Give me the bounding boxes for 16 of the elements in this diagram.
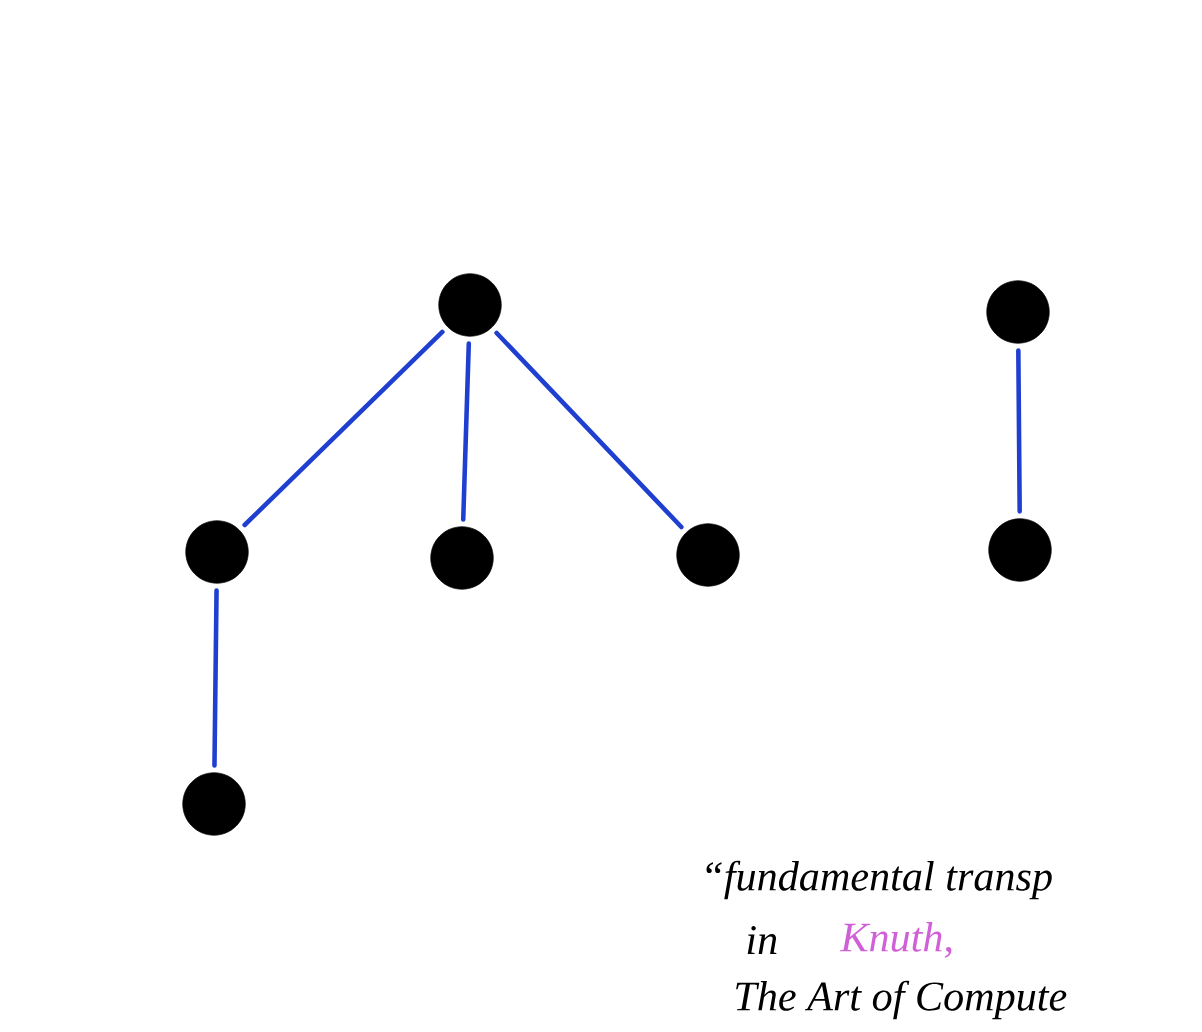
handwritten-note: “fundamental transp bbox=[706, 860, 1052, 900]
dot bbox=[986, 280, 1050, 344]
handwritten-note: in bbox=[747, 926, 777, 954]
handwritten-note: Knuth, bbox=[839, 922, 952, 958]
dot bbox=[438, 273, 502, 337]
dot bbox=[185, 520, 249, 584]
line bbox=[212, 588, 219, 768]
line bbox=[1016, 348, 1022, 514]
dot bbox=[182, 772, 246, 836]
dot bbox=[676, 523, 740, 587]
dot bbox=[988, 518, 1052, 582]
dot bbox=[430, 526, 494, 590]
handwritten-note: The Art of Compute bbox=[736, 980, 1067, 1020]
line bbox=[494, 330, 684, 530]
line bbox=[460, 341, 472, 522]
line bbox=[242, 329, 445, 528]
